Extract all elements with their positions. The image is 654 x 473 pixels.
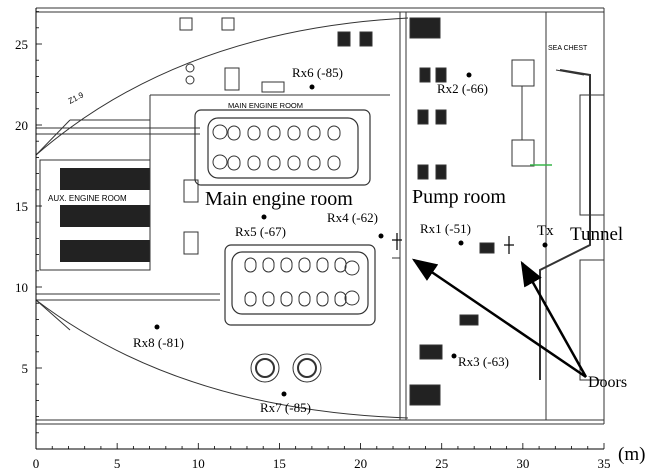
node-dot-rx3 bbox=[451, 353, 457, 359]
engine-cylinder bbox=[327, 125, 341, 141]
engine-cylinder bbox=[262, 257, 275, 273]
y-tick-label: 25 bbox=[15, 37, 28, 52]
y-tick-label: 5 bbox=[22, 361, 29, 376]
x-tick-label: 0 bbox=[33, 456, 40, 471]
pump-room-equipment bbox=[409, 17, 535, 406]
x-tick-label: 10 bbox=[192, 456, 205, 471]
doors-label: Doors bbox=[588, 374, 627, 391]
engine-cylinder bbox=[280, 257, 293, 273]
engine-cylinder bbox=[227, 125, 241, 141]
engine-cylinder bbox=[298, 257, 311, 273]
x-tick-label: 25 bbox=[435, 456, 448, 471]
engine-cylinders-upper bbox=[212, 124, 341, 171]
x-axis-unit: (m) bbox=[618, 444, 645, 465]
engine-cylinder bbox=[227, 155, 241, 171]
sea-chest-label: SEA CHEST bbox=[548, 45, 588, 52]
node-label-rx7: Rx7 (-85) bbox=[260, 400, 311, 415]
x-tick-label: 35 bbox=[598, 456, 611, 471]
misc-equipment bbox=[179, 17, 373, 383]
engine-cylinder bbox=[287, 155, 301, 171]
engine-flywheel bbox=[344, 260, 360, 276]
main-engine-room-label: Main engine room bbox=[205, 188, 353, 210]
y-tick-label: 20 bbox=[15, 118, 28, 133]
pump-room-label: Pump room bbox=[412, 186, 506, 208]
engine-cylinder bbox=[334, 257, 347, 273]
x-tick-label: 30 bbox=[516, 456, 529, 471]
antenna-markers bbox=[392, 233, 514, 254]
engine-cylinder bbox=[247, 155, 261, 171]
node-label-rx4: Rx4 (-62) bbox=[327, 210, 378, 225]
x-tick-label: 15 bbox=[273, 456, 286, 471]
engine-cylinder bbox=[307, 155, 321, 171]
node-label-rx1: Rx1 (-51) bbox=[420, 221, 471, 236]
aux-engines bbox=[39, 159, 151, 271]
y-axis: 25 20 15 10 5 bbox=[15, 8, 42, 450]
y-tick-label: 10 bbox=[15, 280, 28, 295]
node-dot-rx8 bbox=[154, 324, 160, 330]
door-arrow-right bbox=[520, 260, 588, 378]
door-arrow-left bbox=[411, 258, 587, 379]
engine-flywheel bbox=[212, 124, 228, 140]
node-dot-tx bbox=[542, 242, 548, 248]
node-dot-rx2 bbox=[466, 72, 472, 78]
engine-cylinder bbox=[247, 125, 261, 141]
engine-flywheel bbox=[212, 154, 228, 170]
main-engine-lower bbox=[224, 244, 376, 326]
node-label-rx2: Rx2 (-66) bbox=[437, 81, 488, 96]
main-engine-room-small-label: MAIN ENGINE ROOM bbox=[228, 101, 303, 110]
engine-cylinder bbox=[316, 291, 329, 307]
node-dot-rx4 bbox=[378, 233, 384, 239]
engine-cylinder bbox=[327, 155, 341, 171]
engine-flywheel bbox=[344, 290, 360, 306]
x-tick-label: 20 bbox=[354, 456, 367, 471]
node-dot-rx5 bbox=[261, 214, 267, 220]
engine-cylinder bbox=[316, 257, 329, 273]
engine-cylinder bbox=[267, 125, 281, 141]
engine-cylinder bbox=[287, 125, 301, 141]
node-label-rx5: Rx5 (-67) bbox=[235, 224, 286, 239]
node-label-rx6: Rx6 (-85) bbox=[292, 65, 343, 80]
engine-cylinder bbox=[298, 291, 311, 307]
tunnel-label: Tunnel bbox=[570, 224, 623, 245]
x-tick-label: 5 bbox=[114, 456, 121, 471]
receiver-nodes: Rx6 (-85) Rx2 (-66) Rx5 (-67) Rx4 (-62) Rx1 … bbox=[133, 65, 554, 415]
engine-cylinders-lower bbox=[244, 257, 360, 307]
aux-engine-room-label: AUX. ENGINE ROOM bbox=[48, 194, 127, 203]
node-dot-rx1 bbox=[458, 240, 464, 246]
engine-cylinder bbox=[244, 257, 257, 273]
z-marker-label: Z1.9 bbox=[67, 90, 86, 106]
main-engine-upper bbox=[194, 109, 371, 186]
x-axis: 0 5 10 15 20 25 30 35 (m) bbox=[33, 443, 645, 471]
node-dot-rx7 bbox=[281, 391, 287, 397]
engine-cylinder bbox=[280, 291, 293, 307]
engine-cylinder bbox=[267, 155, 281, 171]
node-label-rx8: Rx8 (-81) bbox=[133, 335, 184, 350]
node-dot-rx6 bbox=[309, 84, 315, 90]
y-tick-label: 15 bbox=[15, 199, 28, 214]
node-label-rx3: Rx3 (-63) bbox=[458, 354, 509, 369]
engine-cylinder bbox=[307, 125, 321, 141]
door-arrows bbox=[411, 258, 588, 379]
node-label-tx: Tx bbox=[537, 223, 554, 239]
engine-cylinder bbox=[244, 291, 257, 307]
engine-cylinder bbox=[262, 291, 275, 307]
engine-cylinder bbox=[334, 291, 347, 307]
